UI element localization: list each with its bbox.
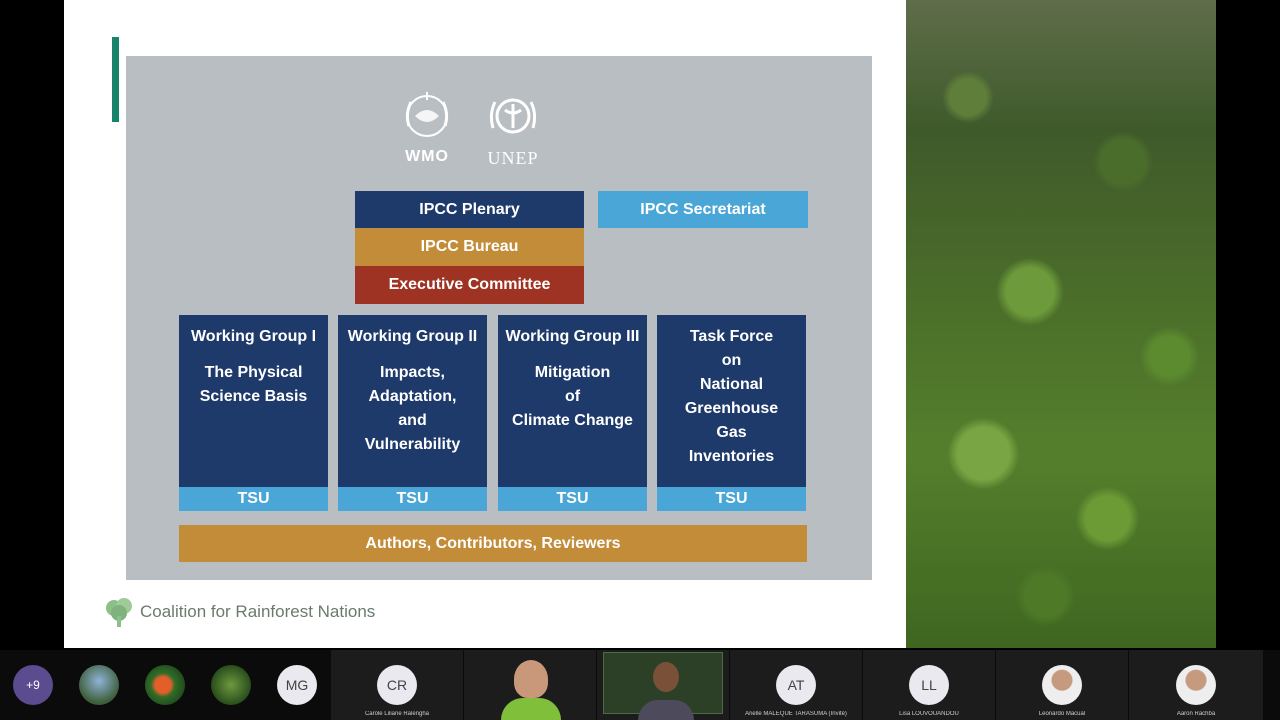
ipcc-plenary-box: IPCC Plenary bbox=[355, 191, 584, 228]
working-group-3-subtitle: Mitigation of Climate Change bbox=[512, 364, 633, 429]
slide-accent-bar bbox=[112, 37, 119, 122]
avatar: LL bbox=[909, 665, 949, 705]
wmo-logo: WMO bbox=[392, 86, 462, 166]
participant-video-tile[interactable] bbox=[596, 650, 729, 720]
avatar: AT bbox=[776, 665, 816, 705]
authors-contributors-reviewers-box: Authors, Contributors, Reviewers bbox=[179, 525, 807, 562]
participant-tile[interactable] bbox=[198, 650, 264, 720]
unep-emblem-icon bbox=[489, 98, 537, 134]
shared-screen: WMO UNEP IPCC Plenary IPCC Bureau Execut… bbox=[64, 0, 1216, 648]
avatar bbox=[211, 665, 251, 705]
avatar bbox=[145, 665, 185, 705]
working-group-1-title: Working Group I bbox=[190, 328, 317, 345]
ipcc-secretariat-box: IPCC Secretariat bbox=[598, 191, 808, 228]
participant-strip: +9 MG CR Carole Liliane Ralengha AT Arie… bbox=[0, 650, 1280, 720]
unep-logo: UNEP bbox=[478, 86, 548, 169]
participant-name: Aaron Rachba bbox=[1176, 711, 1216, 717]
working-group-2-tsu: TSU bbox=[338, 487, 487, 511]
executive-committee-box: Executive Committee bbox=[355, 266, 584, 304]
working-group-3-body: Working Group III Mitigation of Climate … bbox=[498, 315, 647, 487]
more-participants-count[interactable]: +9 bbox=[13, 665, 53, 705]
avatar bbox=[79, 665, 119, 705]
working-group-1-subtitle: The Physical Science Basis bbox=[199, 364, 308, 405]
ipcc-bureau-box: IPCC Bureau bbox=[355, 228, 584, 266]
working-group-1: Working Group I The Physical Science Bas… bbox=[179, 315, 328, 511]
task-force-body: Task Force on National Greenhouse Gas In… bbox=[657, 315, 806, 487]
working-group-2-subtitle: Impacts, Adaptation, and Vulnerability bbox=[364, 364, 461, 453]
ipcc-org-chart: WMO UNEP IPCC Plenary IPCC Bureau Execut… bbox=[126, 56, 872, 580]
participant-name: Carole Liliane Ralengha bbox=[364, 711, 430, 717]
participant-video-person bbox=[514, 660, 548, 698]
rainforest-photo bbox=[906, 0, 1216, 648]
participant-tile[interactable]: MG bbox=[264, 650, 330, 720]
working-group-1-tsu: TSU bbox=[179, 487, 328, 511]
participant-tile[interactable]: Leonardo Macual bbox=[995, 650, 1128, 720]
wmo-emblem-icon bbox=[405, 92, 449, 137]
working-group-3: Working Group III Mitigation of Climate … bbox=[498, 315, 647, 511]
participant-video-person-body bbox=[638, 700, 694, 720]
coalition-brand: Coalition for Rainforest Nations bbox=[104, 596, 375, 628]
brand-name: Coalition for Rainforest Nations bbox=[140, 602, 376, 621]
participant-video-person-body bbox=[501, 698, 561, 720]
avatar: CR bbox=[377, 665, 417, 705]
more-participants-tile[interactable]: +9 bbox=[0, 650, 66, 720]
working-group-3-title: Working Group III bbox=[505, 328, 640, 345]
task-force-inventories: Task Force on National Greenhouse Gas In… bbox=[657, 315, 806, 511]
participant-tile[interactable] bbox=[132, 650, 198, 720]
working-group-2-title: Working Group II bbox=[347, 328, 478, 345]
participant-tile[interactable]: LL Lisa LOUVOUANDOU bbox=[862, 650, 995, 720]
participant-video-tile[interactable] bbox=[463, 650, 596, 720]
working-group-2: Working Group II Impacts, Adaptation, an… bbox=[338, 315, 487, 511]
participant-name: Arielle MALEQUE TARASUMA (Invité) bbox=[745, 711, 847, 717]
participant-tile[interactable] bbox=[66, 650, 132, 720]
participant-tile[interactable]: AT Arielle MALEQUE TARASUMA (Invité) bbox=[729, 650, 862, 720]
working-group-1-body: Working Group I The Physical Science Bas… bbox=[179, 315, 328, 487]
wmo-label: WMO bbox=[405, 148, 449, 165]
rainforest-tree-icon bbox=[106, 598, 132, 627]
avatar bbox=[1176, 665, 1216, 705]
unep-label: UNEP bbox=[487, 148, 539, 168]
participant-name: Lisa LOUVOUANDOU bbox=[899, 711, 959, 717]
task-force-title: Task Force on National Greenhouse Gas In… bbox=[684, 328, 779, 465]
task-force-tsu: TSU bbox=[657, 487, 806, 511]
working-group-2-body: Working Group II Impacts, Adaptation, an… bbox=[338, 315, 487, 487]
participant-tile[interactable]: CR Carole Liliane Ralengha bbox=[330, 650, 463, 720]
avatar bbox=[1042, 665, 1082, 705]
participant-video-person bbox=[653, 662, 679, 692]
working-group-3-tsu: TSU bbox=[498, 487, 647, 511]
participant-tile[interactable]: Aaron Rachba bbox=[1128, 650, 1263, 720]
presentation-slide: WMO UNEP IPCC Plenary IPCC Bureau Execut… bbox=[64, 0, 906, 648]
participant-name: Leonardo Macual bbox=[1038, 711, 1086, 717]
avatar: MG bbox=[277, 665, 317, 705]
